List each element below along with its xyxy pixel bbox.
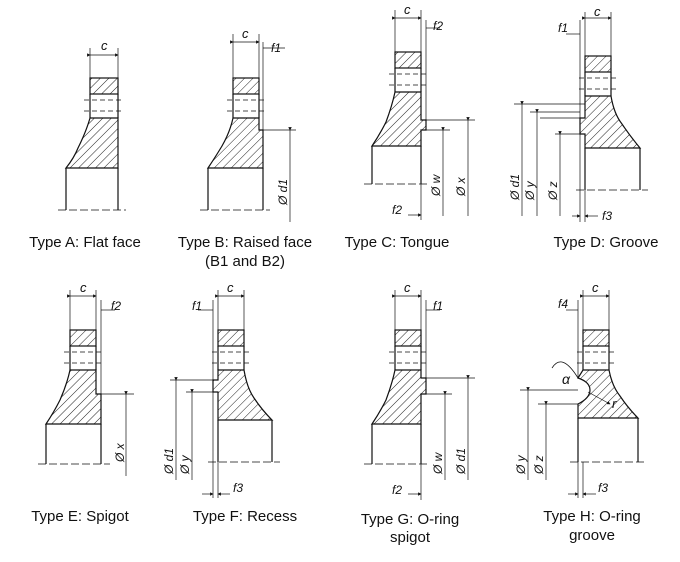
type-g-d1-label: Ø d1 (454, 448, 468, 475)
type-h-r-label: r (612, 396, 617, 411)
type-c-drawing (364, 10, 475, 220)
type-g-f2-label: f2 (392, 483, 402, 497)
caption-type-b-line1: Type B: Raised face (177, 234, 313, 251)
type-d-z-label: Ø z (546, 181, 560, 201)
type-h-c-label: c (592, 280, 599, 295)
type-h-alpha-label: α (562, 371, 571, 387)
caption-type-b-line2: (B1 and B2) (204, 253, 286, 270)
type-g-c-label: c (404, 280, 411, 295)
type-d-c-label: c (594, 4, 601, 19)
type-a-drawing (58, 48, 126, 211)
type-b-d1-label: Ø d1 (276, 179, 290, 206)
caption-type-a: Type A: Flat face (29, 234, 141, 251)
caption-type-g-line2: spigot (389, 529, 431, 546)
type-e-x-label: Ø x (113, 442, 127, 463)
caption-type-c: Type C: Tongue (344, 234, 450, 251)
type-c-f2-top-label: f2 (433, 19, 443, 33)
type-h-y-label: Ø y (514, 454, 528, 475)
type-e-c-label: c (80, 280, 87, 295)
type-f-f3-label: f3 (233, 481, 243, 495)
caption-type-e: Type E: Spigot (31, 508, 129, 525)
type-c-f2-bottom-label: f2 (392, 203, 402, 217)
type-d-d1-label: Ø d1 (508, 174, 522, 201)
type-f-drawing (170, 290, 280, 498)
type-g-f1-label: f1 (433, 299, 443, 313)
type-d-y-label: Ø y (523, 180, 537, 201)
type-c-w-label: Ø w (429, 173, 443, 197)
type-c-x-label: Ø x (454, 176, 468, 197)
type-f-c-label: c (227, 280, 234, 295)
type-b-f1-label: f1 (271, 41, 281, 55)
type-b-c-label: c (242, 26, 249, 41)
type-f-d1-label: Ø d1 (162, 448, 176, 475)
caption-type-h-line2: groove (569, 527, 615, 544)
type-h-f3-label: f3 (598, 481, 608, 495)
type-f-y-label: Ø y (178, 454, 192, 475)
type-f-f1-label: f1 (192, 299, 202, 313)
type-b-drawing (200, 34, 296, 222)
type-h-f4-label: f4 (558, 297, 568, 311)
type-d-f1-label: f1 (558, 21, 568, 35)
type-h-drawing (520, 290, 646, 498)
type-a-c-label: c (101, 38, 108, 53)
type-g-drawing (364, 290, 475, 500)
caption-type-h-line1: Type H: O-ring (543, 508, 641, 525)
caption-type-f: Type F: Recess (192, 508, 298, 525)
type-h-z-label: Ø z (532, 455, 546, 475)
type-g-w-label: Ø w (431, 451, 445, 475)
type-e-f2-label: f2 (111, 299, 121, 313)
type-c-c-label: c (404, 2, 411, 17)
type-e-drawing (38, 290, 134, 476)
type-d-drawing (514, 12, 648, 222)
type-d-f3-label: f3 (602, 209, 612, 223)
caption-type-d: Type D: Groove (553, 234, 659, 251)
caption-type-g-line1: Type G: O-ring (360, 511, 460, 528)
